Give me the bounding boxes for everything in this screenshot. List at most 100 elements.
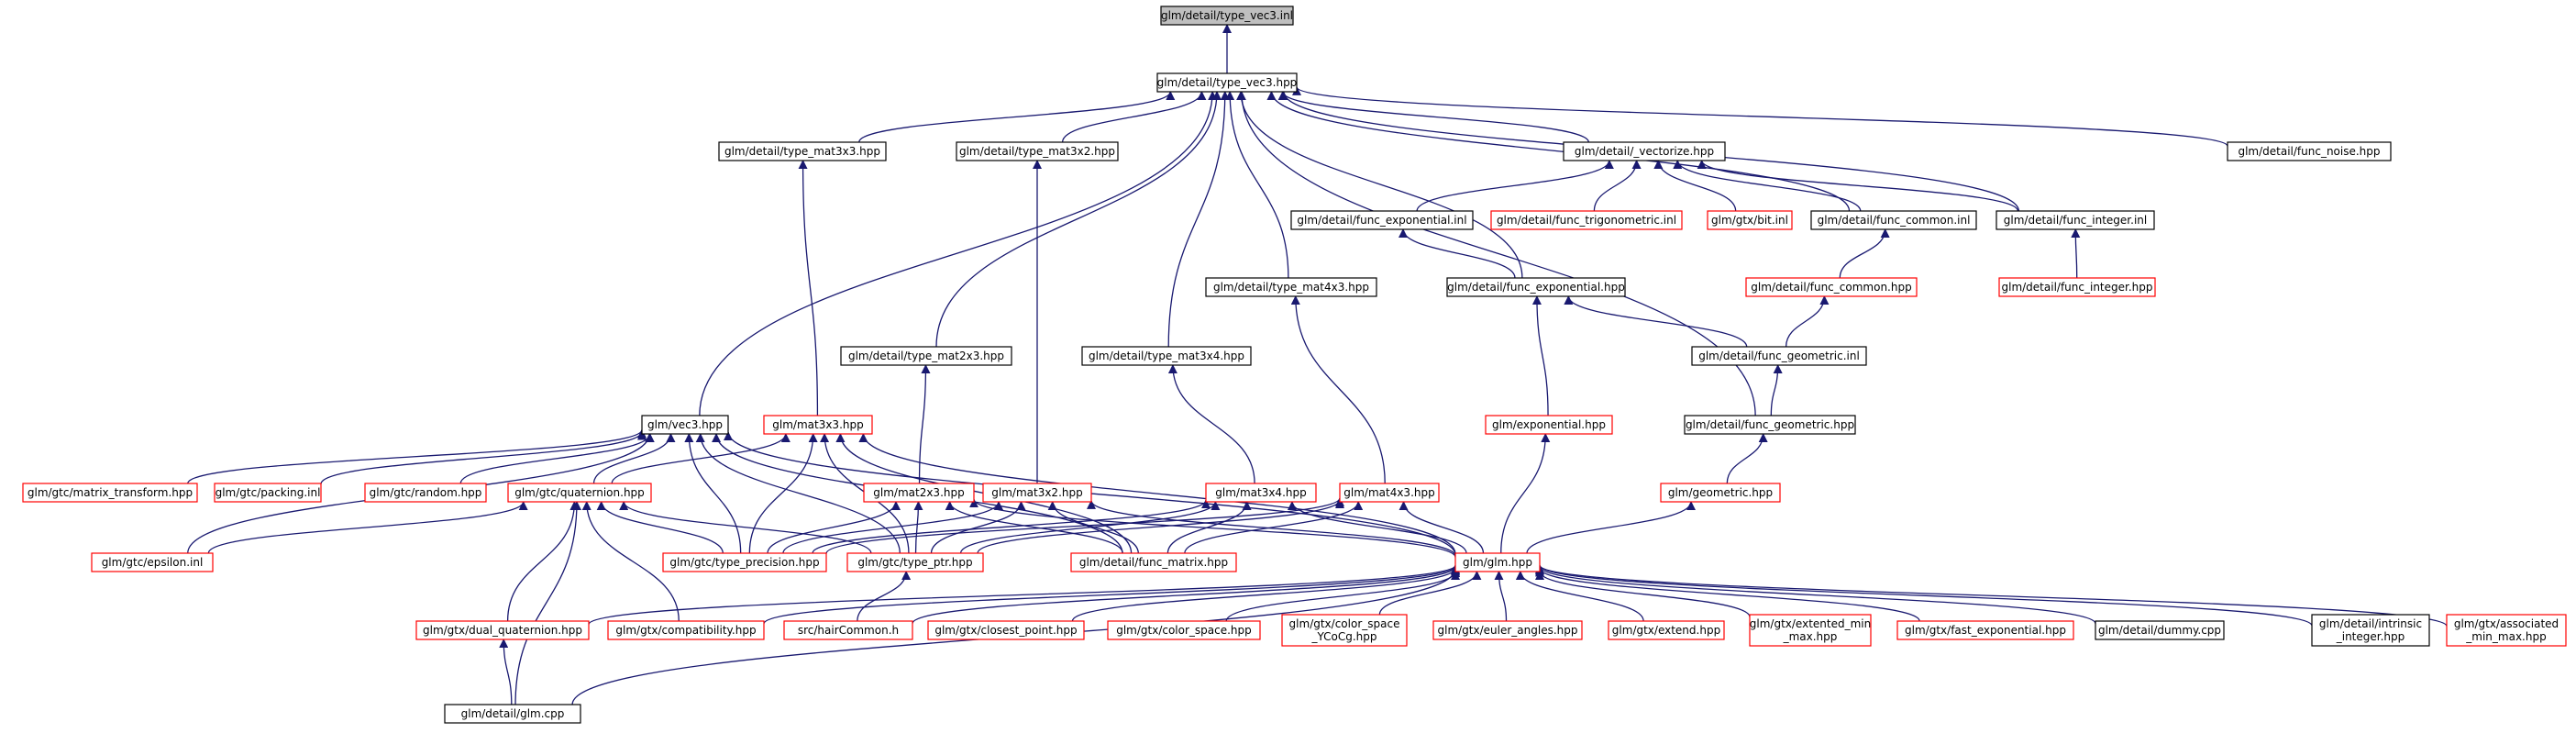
- node-box[interactable]: [1810, 210, 1977, 230]
- graph-node-n45[interactable]: glm/gtx/fast_exponential.hpp: [1896, 620, 2074, 640]
- node-box[interactable]: [444, 704, 581, 724]
- graph-node-n6[interactable]: glm/detail/func_exponential.inl: [1290, 210, 1474, 230]
- graph-node-n24[interactable]: glm/gtc/random.hpp: [364, 483, 487, 503]
- graph-node-n12[interactable]: glm/detail/func_exponential.hpp: [1446, 277, 1626, 297]
- graph-node-n42[interactable]: glm/gtx/euler_angles.hpp: [1432, 620, 1583, 640]
- node-box[interactable]: [1660, 483, 1781, 503]
- graph-node-n13[interactable]: glm/detail/func_common.hpp: [1745, 277, 1918, 297]
- node-box[interactable]: [1684, 415, 1856, 435]
- graph-node-n17[interactable]: glm/detail/func_geometric.inl: [1691, 346, 1867, 366]
- graph-node-n25[interactable]: glm/gtc/quaternion.hpp: [507, 483, 652, 503]
- graph-node-n15[interactable]: glm/detail/type_mat2x3.hpp: [840, 346, 1012, 366]
- node-box[interactable]: [1290, 210, 1474, 230]
- graph-node-n8[interactable]: glm/gtx/bit.inl: [1707, 210, 1793, 230]
- node-box[interactable]: [415, 620, 590, 640]
- node-box[interactable]: [607, 620, 765, 640]
- node-box[interactable]: [1156, 72, 1298, 93]
- graph-node-n7[interactable]: glm/detail/func_trigonometric.inl: [1490, 210, 1683, 230]
- node-box[interactable]: [956, 141, 1119, 161]
- node-box[interactable]: [1081, 346, 1252, 366]
- node-box[interactable]: [1446, 277, 1626, 297]
- graph-node-n33[interactable]: glm/gtc/type_ptr.hpp: [846, 552, 984, 572]
- graph-node-n2[interactable]: glm/detail/type_mat3x3.hpp: [718, 141, 887, 161]
- graph-node-n21[interactable]: glm/detail/func_geometric.hpp: [1684, 415, 1856, 435]
- node-box[interactable]: [840, 346, 1012, 366]
- graph-node-n27[interactable]: glm/mat3x2.hpp: [982, 483, 1092, 503]
- node-box[interactable]: [2095, 620, 2225, 640]
- node-box[interactable]: [763, 415, 873, 435]
- graph-node-n28[interactable]: glm/mat3x4.hpp: [1205, 483, 1317, 503]
- node-box[interactable]: [1485, 415, 1613, 435]
- graph-node-n29[interactable]: glm/mat4x3.hpp: [1339, 483, 1440, 503]
- node-box[interactable]: [1432, 620, 1583, 640]
- node-box[interactable]: [641, 415, 729, 435]
- node-box[interactable]: [1107, 620, 1261, 640]
- node-box[interactable]: [1205, 483, 1317, 503]
- node-box[interactable]: [1160, 6, 1294, 26]
- node-box[interactable]: [1563, 141, 1726, 161]
- graph-node-n43[interactable]: glm/gtx/extend.hpp: [1608, 620, 1725, 640]
- graph-node-n31[interactable]: glm/gtc/epsilon.inl: [91, 552, 214, 572]
- graph-node-n30[interactable]: glm/geometric.hpp: [1660, 483, 1781, 503]
- graph-node-n34[interactable]: glm/detail/func_matrix.hpp: [1070, 552, 1237, 572]
- graph-node-n19[interactable]: glm/mat3x3.hpp: [763, 415, 873, 435]
- graph-node-n48[interactable]: glm/gtx/associated_min_max.hpp: [2446, 614, 2567, 647]
- node-box[interactable]: [1339, 483, 1440, 503]
- graph-node-n46[interactable]: glm/detail/dummy.cpp: [2095, 620, 2225, 640]
- node-box[interactable]: [1691, 346, 1867, 366]
- node-box[interactable]: [2311, 614, 2430, 647]
- node-box[interactable]: [1896, 620, 2074, 640]
- graph-node-n1[interactable]: glm/detail/type_vec3.hpp: [1156, 72, 1298, 93]
- graph-node-n47[interactable]: glm/detail/intrinsic_integer.hpp: [2311, 614, 2430, 647]
- node-box[interactable]: [783, 620, 913, 640]
- node-box[interactable]: [214, 483, 322, 503]
- graph-node-n26[interactable]: glm/mat2x3.hpp: [863, 483, 975, 503]
- node-box[interactable]: [1070, 552, 1237, 572]
- graph-node-n35[interactable]: glm/glm.hpp: [1454, 552, 1541, 572]
- graph-node-n38[interactable]: src/hairCommon.h: [783, 620, 913, 640]
- node-box[interactable]: [91, 552, 214, 572]
- node-box[interactable]: [1749, 614, 1872, 647]
- node-box[interactable]: [1205, 277, 1377, 297]
- node-box[interactable]: [1490, 210, 1683, 230]
- graph-node-n22[interactable]: glm/gtc/matrix_transform.hpp: [22, 483, 198, 503]
- node-box[interactable]: [662, 552, 827, 572]
- graph-node-n16[interactable]: glm/detail/type_mat3x4.hpp: [1081, 346, 1252, 366]
- graph-node-n14[interactable]: glm/detail/func_integer.hpp: [1998, 277, 2156, 297]
- node-box[interactable]: [846, 552, 984, 572]
- graph-node-n41[interactable]: glm/gtx/color_space_YCoCg.hpp: [1281, 614, 1408, 647]
- graph-node-n40[interactable]: glm/gtx/color_space.hpp: [1107, 620, 1261, 640]
- node-box[interactable]: [1745, 277, 1918, 297]
- node-box[interactable]: [863, 483, 975, 503]
- graph-node-n18[interactable]: glm/vec3.hpp: [641, 415, 729, 435]
- node-box[interactable]: [1608, 620, 1725, 640]
- graph-node-n32[interactable]: glm/gtc/type_precision.hpp: [662, 552, 827, 572]
- graph-node-n9[interactable]: glm/detail/func_common.inl: [1810, 210, 1977, 230]
- node-box[interactable]: [364, 483, 487, 503]
- node-box[interactable]: [982, 483, 1092, 503]
- node-box[interactable]: [1998, 277, 2156, 297]
- node-box[interactable]: [718, 141, 887, 161]
- node-box[interactable]: [2446, 614, 2567, 647]
- graph-node-n20[interactable]: glm/exponential.hpp: [1485, 415, 1613, 435]
- graph-node-n11[interactable]: glm/detail/type_mat4x3.hpp: [1205, 277, 1377, 297]
- graph-node-n39[interactable]: glm/gtx/closest_point.hpp: [927, 620, 1085, 640]
- graph-node-n0[interactable]: glm/detail/type_vec3.inl: [1160, 6, 1294, 26]
- node-box[interactable]: [1281, 614, 1408, 647]
- node-box[interactable]: [1996, 210, 2155, 230]
- graph-node-n3[interactable]: glm/detail/type_mat3x2.hpp: [956, 141, 1119, 161]
- node-box[interactable]: [2227, 141, 2392, 161]
- graph-node-n37[interactable]: glm/gtx/compatibility.hpp: [607, 620, 765, 640]
- graph-node-n44[interactable]: glm/gtx/extented_min_max.hpp: [1749, 614, 1872, 647]
- node-box[interactable]: [927, 620, 1085, 640]
- node-box[interactable]: [507, 483, 652, 503]
- node-box[interactable]: [1454, 552, 1541, 572]
- graph-node-n4[interactable]: glm/detail/_vectorize.hpp: [1563, 141, 1726, 161]
- node-box[interactable]: [22, 483, 198, 503]
- graph-node-n10[interactable]: glm/detail/func_integer.inl: [1996, 210, 2155, 230]
- graph-node-n36[interactable]: glm/gtx/dual_quaternion.hpp: [415, 620, 590, 640]
- graph-node-n49[interactable]: glm/detail/glm.cpp: [444, 704, 581, 724]
- graph-node-n5[interactable]: glm/detail/func_noise.hpp: [2227, 141, 2392, 161]
- node-box[interactable]: [1707, 210, 1793, 230]
- graph-node-n23[interactable]: glm/gtc/packing.inl: [214, 483, 322, 503]
